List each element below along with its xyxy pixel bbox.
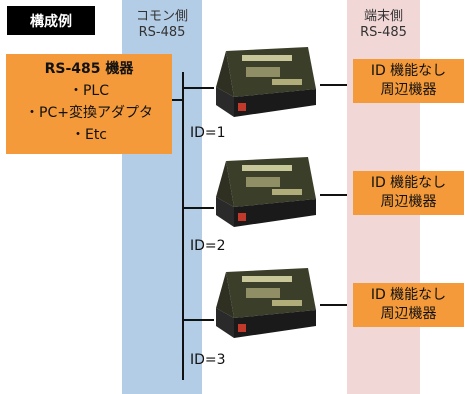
source-title: RS-485 機器 — [44, 61, 134, 77]
page-title: 構成例 — [7, 6, 95, 35]
device-1-id-label: ID=1 — [190, 125, 226, 141]
common-side-label: コモン側 — [135, 9, 188, 24]
device-2-id-label: ID=2 — [190, 238, 226, 254]
device-3-id-label: ID=3 — [190, 352, 226, 368]
peripheral-2-line2: 周辺機器 — [380, 194, 437, 210]
converter-device-3 — [216, 268, 316, 338]
terminal-side-protocol: RS-485 — [360, 25, 407, 40]
peripheral-box-2: ID 機能なし 周辺機器 — [353, 171, 464, 215]
peripheral-3-line1: ID 機能なし — [370, 287, 447, 303]
converter-device-1 — [216, 47, 316, 117]
source-item-pc-adapter: ・PC+変換アダプタ — [25, 105, 153, 121]
peripheral-box-1: ID 機能なし 周辺機器 — [353, 59, 464, 103]
peripheral-2-line1: ID 機能なし — [370, 175, 447, 191]
common-side-protocol: RS-485 — [138, 25, 186, 40]
terminal-side-header: 端末側 RS-485 — [347, 9, 420, 41]
peripheral-1-line1: ID 機能なし — [370, 63, 447, 79]
converter-device-2 — [216, 157, 316, 227]
common-side-header: コモン側 RS-485 — [122, 9, 202, 41]
peripheral-3-line2: 周辺機器 — [380, 306, 437, 322]
peripheral-box-3: ID 機能なし 周辺機器 — [353, 283, 464, 327]
peripheral-1-line2: 周辺機器 — [380, 82, 437, 98]
source-item-plc: ・PLC — [68, 83, 110, 99]
source-device-box: RS-485 機器 ・PLC ・PC+変換アダプタ ・Etc — [6, 54, 172, 154]
terminal-side-label: 端末側 — [363, 9, 403, 24]
source-item-etc: ・Etc — [70, 127, 108, 143]
